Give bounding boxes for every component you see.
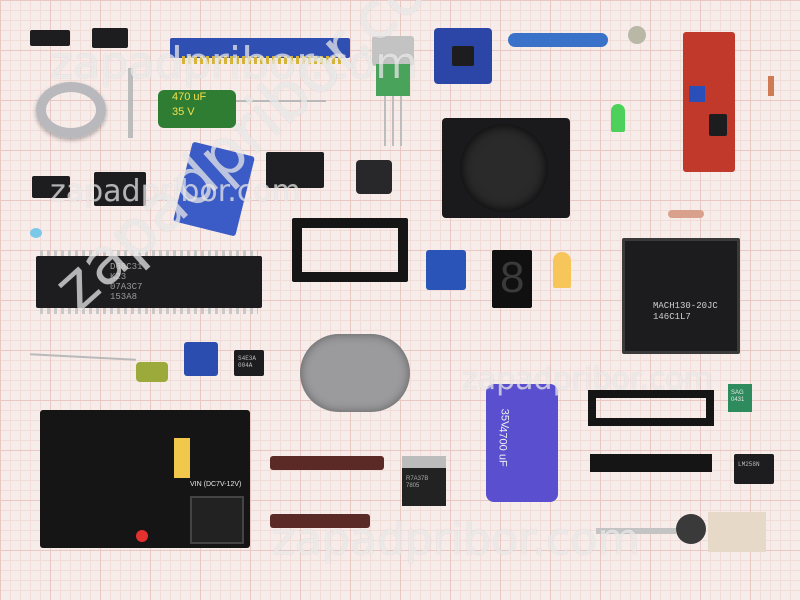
psu-module: VIN (DC7V-12V) (40, 410, 250, 548)
sot-chip: S4E3A 004A (234, 350, 264, 376)
board-chip (709, 114, 727, 136)
green-chip: SAG 0431 (728, 384, 752, 412)
diode-vertical (768, 76, 774, 96)
small-chip-right: LM258N (734, 454, 774, 484)
green-chip-label: SAG 0431 (731, 390, 745, 403)
green-led (611, 104, 625, 132)
green-capacitor: 470 uF 35 V (158, 90, 236, 128)
cap-green-uf: 470 uF (172, 91, 207, 103)
watermark-top: zapadpribor.com (50, 38, 418, 89)
cap-wire (30, 353, 136, 361)
cap-green-v: 35 V (172, 106, 195, 118)
power-led (136, 530, 148, 542)
rotary-pot-shaft (596, 528, 676, 534)
resistor-network-1 (270, 456, 384, 470)
blue-sensor-module (434, 28, 492, 84)
regulator-label: R7A37B 7805 (406, 476, 429, 489)
seven-seg-display: 8 (492, 250, 532, 308)
leg (384, 96, 386, 146)
dip-label: D68C31 K23 07A3C7 153A8 (110, 262, 143, 302)
smd-chip-1 (30, 30, 70, 46)
cap-purple-uf: 4700 uF (496, 426, 509, 467)
module-chip (452, 46, 474, 66)
green-ceramic-cap (136, 362, 168, 382)
joystick-cap (460, 124, 548, 212)
chip-pins (40, 250, 258, 256)
soic-chip (266, 152, 324, 188)
barrel-jack (190, 496, 244, 544)
watermark-right: zapadpribor.com (462, 362, 713, 397)
socket-right (588, 390, 714, 426)
rotary-pot-body (676, 514, 706, 544)
leg (392, 96, 394, 146)
axial-part (128, 68, 133, 138)
cpld-label: MACH130-20JC 146C1L7 (653, 301, 718, 322)
metal-transistor (628, 26, 646, 44)
cap-lead (236, 100, 326, 102)
seven-seg-digit: 8 (500, 253, 525, 302)
pin-header-strip (590, 454, 712, 472)
to220-heatsink (372, 36, 414, 66)
plcc-chip: MACH130-20JC 146C1L7 (622, 238, 740, 354)
dip40-chip: D68C31 K23 07A3C7 153A8 (36, 250, 262, 314)
blue-led-small (30, 228, 42, 238)
joystick-module (442, 118, 570, 218)
watermark-mid: zapadpribor.com (50, 174, 301, 209)
smd-chip-4 (94, 172, 146, 206)
small-resistor (668, 210, 704, 218)
blue-header-board (170, 38, 350, 58)
header-pins (182, 56, 342, 64)
inductor (356, 160, 392, 194)
thermostat (300, 334, 410, 412)
yellow-led (553, 252, 571, 288)
blue-trimpot (689, 86, 705, 102)
yellow-jumper (174, 438, 190, 478)
watermark-bottom: zapadpribor.com (272, 514, 640, 565)
wood-block (708, 512, 766, 552)
red-sensor-board (683, 32, 735, 172)
psu-vin-label: VIN (DC7V-12V) (190, 481, 242, 488)
small-chip-label: LM258N (738, 461, 760, 468)
ic-socket (292, 218, 408, 282)
to220-body (376, 64, 410, 96)
metal-ring (36, 82, 106, 138)
smd-chip-2 (92, 28, 128, 48)
smd-chip-3 (32, 176, 70, 198)
resistor-network-2 (270, 514, 370, 528)
purple-capacitor: 35V 4700 uF (486, 384, 558, 502)
chip-pins (40, 308, 258, 314)
trimmer-pot (426, 250, 466, 290)
sot-label: S4E3A 004A (238, 355, 257, 369)
blue-potentiometer (184, 342, 218, 376)
blue-resistor (508, 33, 608, 47)
to220-black: R7A37B 7805 (402, 456, 446, 506)
leg (400, 96, 402, 146)
